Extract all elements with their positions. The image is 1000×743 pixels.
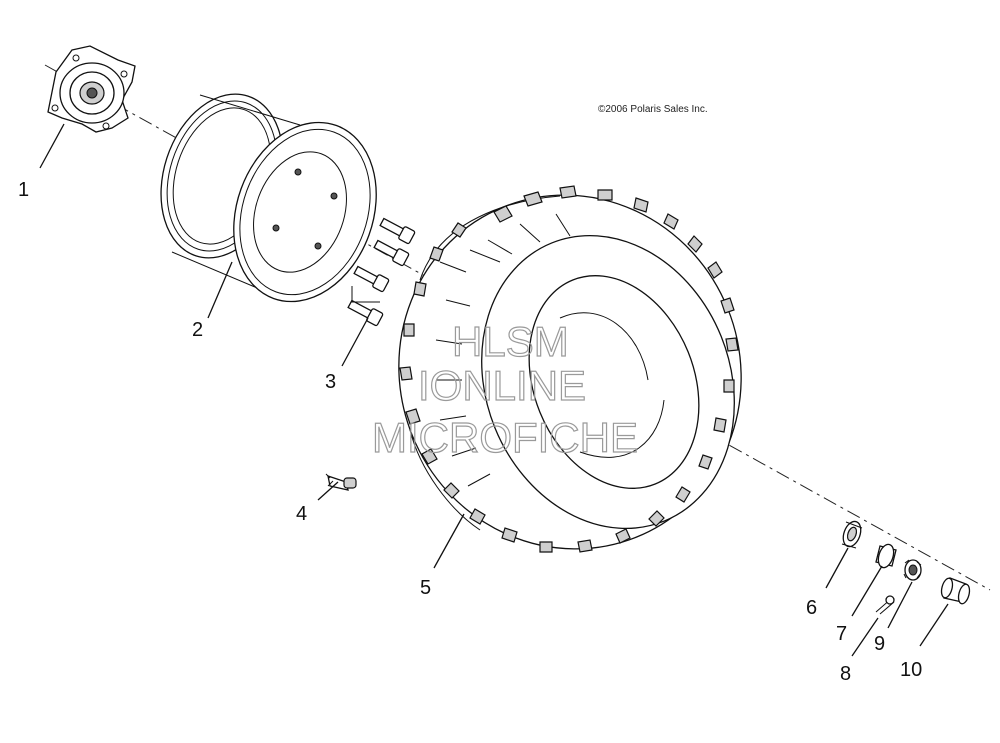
callout-7: 7 xyxy=(836,623,847,645)
hub-part[interactable] xyxy=(47,45,136,133)
callout-6: 6 xyxy=(806,597,817,619)
cotter-pin-part[interactable] xyxy=(875,595,895,615)
watermark-line-3: MICROFICHE xyxy=(372,414,638,461)
hub-cap-part[interactable] xyxy=(940,577,972,605)
callout-10: 10 xyxy=(900,659,922,681)
copyright-text: ©2006 Polaris Sales Inc. xyxy=(598,104,708,115)
watermark-line-2: IONLINE xyxy=(418,362,586,409)
watermark: HLSM IONLINE MICROFICHE xyxy=(371,317,638,461)
callout-3: 3 xyxy=(325,371,336,393)
callout-8: 8 xyxy=(840,663,851,685)
leader-lines xyxy=(39,123,949,657)
watermark-line-1: HLSM xyxy=(452,318,569,365)
wheel-rim-part[interactable] xyxy=(141,78,400,322)
lug-bolts-part[interactable] xyxy=(347,216,416,327)
tire-part[interactable] xyxy=(346,143,795,600)
callout-9: 9 xyxy=(874,633,885,655)
callout-1: 1 xyxy=(18,179,29,201)
callout-2: 2 xyxy=(192,319,203,341)
castle-nut-part[interactable] xyxy=(903,559,922,581)
valve-stem-part[interactable] xyxy=(325,473,357,491)
callout-4: 4 xyxy=(296,503,307,525)
spacer-part[interactable] xyxy=(875,542,897,569)
washer-part[interactable] xyxy=(840,519,864,549)
callout-5: 5 xyxy=(420,577,431,599)
